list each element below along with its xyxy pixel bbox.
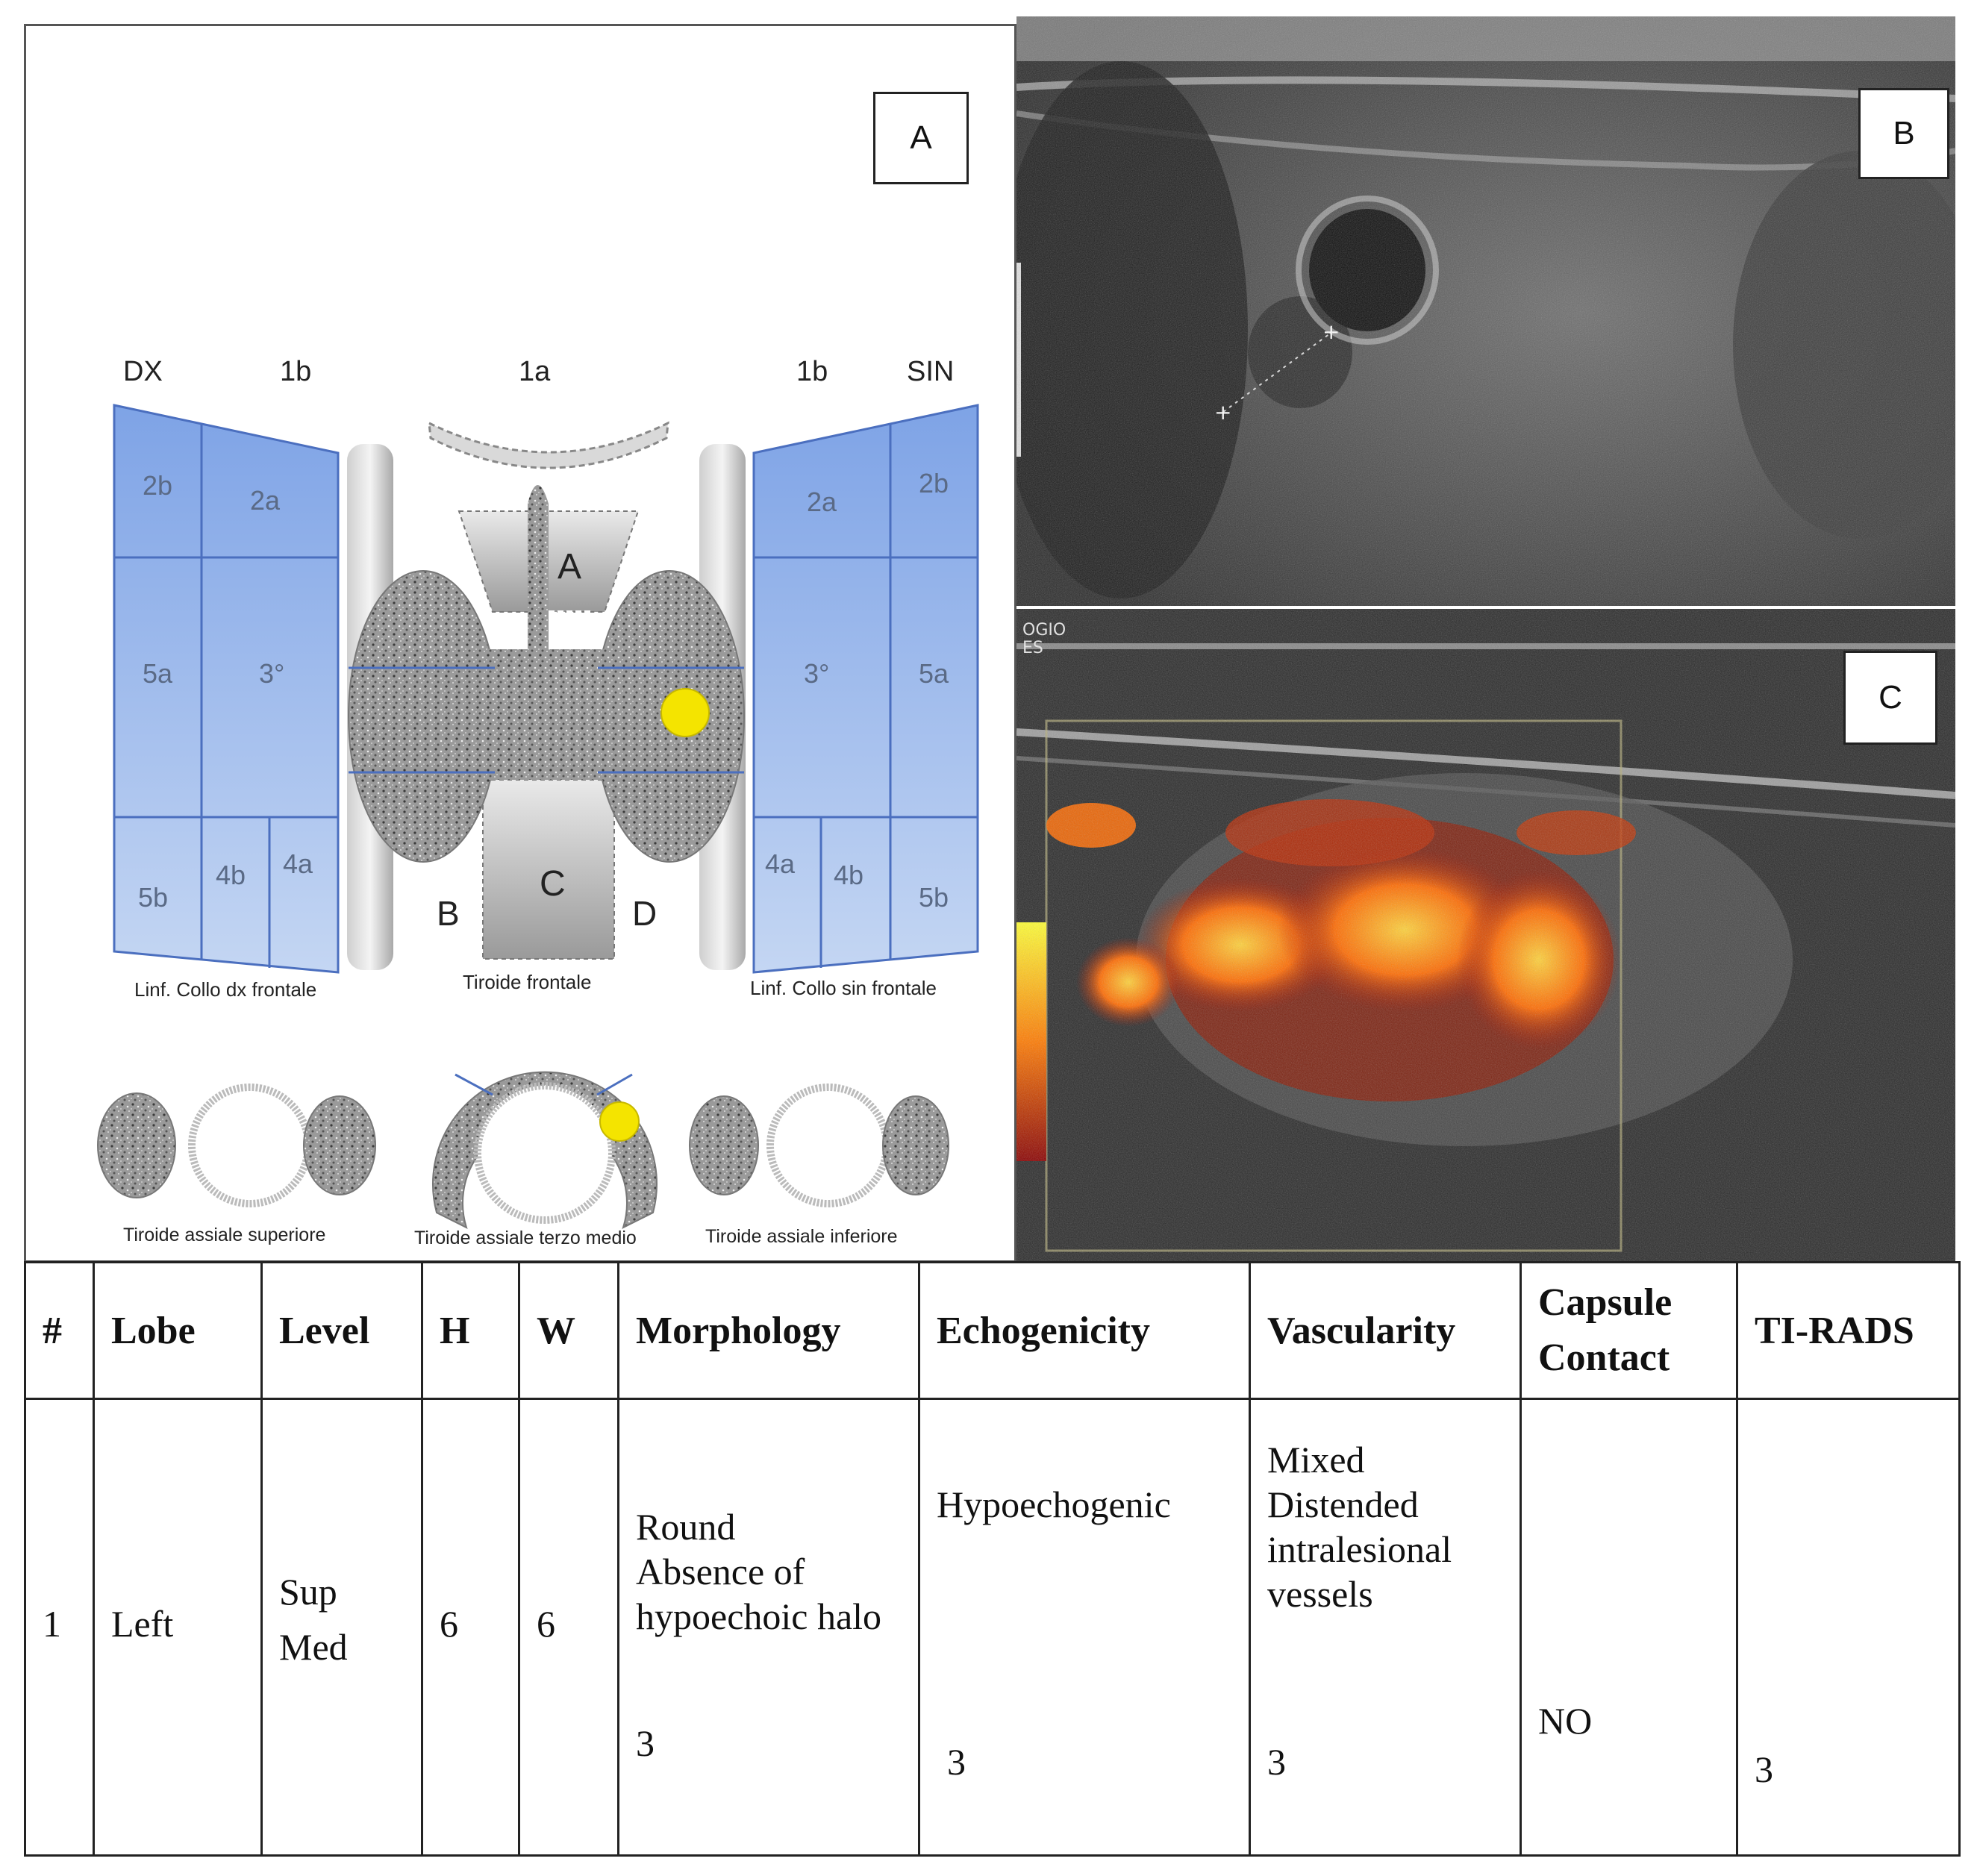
zone-2b-left: 2b [143, 470, 172, 501]
left-neck-zones [113, 404, 340, 974]
cell-w: 6 [518, 1398, 619, 1857]
cell-tirads: 3 [1736, 1398, 1961, 1857]
header-h: H [421, 1261, 520, 1400]
zone-2a-right: 2a [807, 487, 837, 517]
header-level: Level [260, 1261, 423, 1400]
header-lobe: Lobe [93, 1261, 263, 1400]
header-num: # [24, 1261, 95, 1400]
cell-vascularity: Mixed Distended intralesional vessels 3 [1249, 1398, 1522, 1857]
vascularity-score: 3 [1267, 1741, 1286, 1783]
morphology-score: 3 [636, 1722, 655, 1764]
doppler-c-image: OGIOES [1016, 609, 1955, 1263]
thyroid-letter-a: A [558, 547, 581, 587]
nodule-marker-axial [599, 1101, 640, 1142]
zone-5b-left: 5b [138, 882, 168, 913]
label-1b-left: 1b [280, 356, 311, 387]
zone-3-right: 3° [804, 658, 829, 689]
axial-superior [97, 1084, 376, 1207]
label-1a: 1a [519, 356, 551, 387]
caption-axial-superior: Tiroide assiale superiore [123, 1225, 325, 1245]
panel-a-diagram: DX 1b 1a 1b SIN 2b 2a 5a 3° 5b 4b 4a 2a … [24, 24, 1016, 1263]
cell-h: 6 [421, 1398, 520, 1857]
label-sin: SIN [907, 356, 954, 387]
caption-axial-middle: Tiroide assiale terzo medio [414, 1228, 637, 1248]
thyroid-letter-b: B [437, 894, 460, 933]
nodule-table: # Lobe Level H W Morphology Echogenicity… [24, 1261, 1961, 1857]
header-morphology: Morphology [617, 1261, 920, 1400]
zone-5b-right: 5b [919, 882, 949, 913]
cell-capsule-contact: NO [1520, 1398, 1738, 1857]
table-header-row: # Lobe Level H W Morphology Echogenicity… [24, 1261, 1961, 1400]
panel-a-label: A [873, 92, 969, 184]
caption-right-neck: Linf. Collo sin frontale [750, 977, 937, 999]
zone-2a-left: 2a [250, 485, 281, 516]
thyroid-letter-d: D [632, 894, 657, 933]
cell-morphology: Round Absence of hypoechoic halo 3 [617, 1398, 920, 1857]
zone-4b-right: 4b [834, 860, 863, 890]
header-tirads: TI-RADS [1736, 1261, 1961, 1400]
thyroid-zone-diagram: DX 1b 1a 1b SIN 2b 2a 5a 3° 5b 4b 4a 2a … [97, 356, 979, 1248]
header-echogenicity: Echogenicity [918, 1261, 1251, 1400]
cell-num: 1 [24, 1398, 95, 1857]
hyoid-arc [428, 421, 669, 469]
panel-c-doppler: OGIOES C [1016, 609, 1955, 1263]
cell-level: Sup Med [260, 1398, 423, 1857]
echogenicity-score: 3 [947, 1741, 966, 1783]
nodule-marker-frontal [660, 688, 710, 737]
caption-thyroid-frontal: Tiroide frontale [463, 971, 591, 993]
caption-axial-inferior: Tiroide assiale inferiore [705, 1226, 898, 1247]
table-row: 1 Left Sup Med 6 6 Round Absence of hypo… [24, 1398, 1961, 1857]
thyroid-letter-c: C [540, 864, 566, 904]
header-capsule-contact: Capsule Contact [1520, 1261, 1738, 1400]
label-dx: DX [123, 356, 163, 387]
header-w: W [518, 1261, 619, 1400]
ultrasound-b-image: + + [1016, 16, 1955, 606]
caption-left-neck: Linf. Collo dx frontale [134, 978, 316, 1001]
zone-3-left: 3° [259, 658, 284, 689]
zone-5a-left: 5a [143, 658, 173, 689]
zone-4a-left: 4a [283, 848, 313, 879]
zone-2b-right: 2b [919, 468, 949, 498]
zone-4a-right: 4a [765, 848, 796, 879]
right-neck-zones [752, 404, 979, 974]
label-1b-right: 1b [796, 356, 828, 387]
zone-5a-right: 5a [919, 658, 949, 689]
panel-b-label: B [1858, 88, 1949, 179]
header-vascularity: Vascularity [1249, 1261, 1522, 1400]
cell-lobe: Left [93, 1398, 263, 1857]
axial-inferior [689, 1084, 949, 1207]
panel-c-label: C [1843, 651, 1937, 745]
cell-echogenicity: Hypoechogenic 3 [918, 1398, 1251, 1857]
panel-b-ultrasound: + + B [1016, 16, 1955, 606]
zone-4b-left: 4b [216, 860, 246, 890]
axial-middle [432, 1071, 658, 1229]
